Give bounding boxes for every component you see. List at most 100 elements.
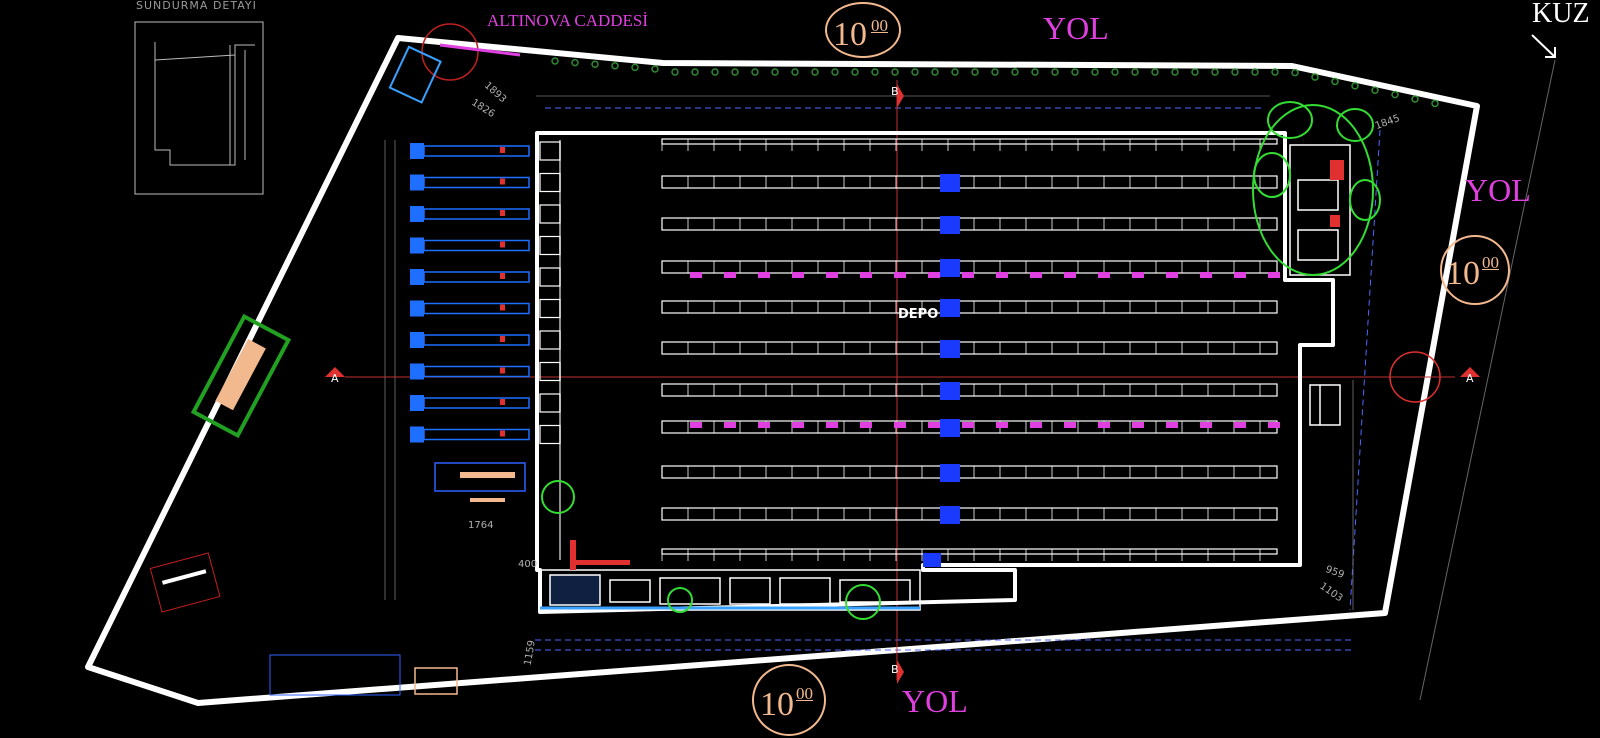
tree — [1431, 99, 1439, 108]
rack-marker — [962, 272, 974, 278]
tree — [831, 68, 839, 76]
rack-marker — [758, 272, 770, 278]
dock-door — [539, 393, 561, 413]
tree — [891, 68, 899, 76]
tree — [1311, 73, 1319, 81]
rack-marker — [928, 422, 940, 428]
tree — [1151, 68, 1159, 76]
dock-door — [539, 330, 561, 350]
rack-marker — [1200, 272, 1212, 278]
tree — [911, 68, 919, 76]
dock-truck — [410, 363, 424, 380]
aisle-block — [940, 506, 960, 524]
service-red-2 — [1330, 215, 1340, 227]
tree — [1291, 68, 1299, 77]
tree — [691, 68, 699, 76]
dock-truck — [410, 143, 424, 159]
tree — [751, 68, 759, 76]
aisle-block — [940, 382, 960, 400]
tree — [991, 68, 999, 76]
rack-marker — [1268, 272, 1280, 278]
tree — [851, 68, 859, 76]
rack-marker — [1234, 422, 1246, 428]
rack-row — [661, 507, 1278, 521]
rack-row — [661, 465, 1278, 479]
dock-lane — [423, 365, 530, 378]
rack-marker — [928, 272, 940, 278]
dock-marker — [500, 430, 505, 437]
tree — [951, 68, 959, 76]
dock-marker — [500, 178, 505, 185]
tree — [1411, 95, 1419, 103]
rack-marker — [1098, 272, 1110, 278]
dock-marker — [500, 241, 505, 248]
dock-door — [539, 361, 561, 382]
property-boundary — [85, 35, 1480, 706]
rack-marker — [1166, 272, 1178, 278]
tree — [671, 68, 679, 76]
aisle-block — [940, 216, 960, 234]
rack-marker — [826, 422, 838, 428]
warehouse-outline — [535, 131, 1335, 614]
tree — [871, 68, 879, 76]
dock-lane — [423, 239, 530, 252]
office-block — [539, 569, 921, 611]
section-b-bottom: B — [891, 663, 899, 676]
dock-lane — [423, 176, 530, 189]
tree — [1191, 68, 1199, 76]
tree-small-left — [541, 480, 881, 620]
north-axis — [1419, 59, 1556, 701]
section-a-left: A — [331, 372, 339, 385]
building-label: DEPO — [898, 307, 939, 322]
dock-door — [539, 424, 561, 445]
rack-marker — [724, 272, 736, 278]
dock-door — [539, 235, 561, 256]
rack-marker — [1098, 422, 1110, 428]
red-corridor — [570, 540, 576, 570]
dimension-1764: 1764 — [468, 520, 494, 531]
dock-marker — [500, 367, 505, 374]
dock-marker — [500, 210, 505, 216]
tree — [631, 63, 639, 72]
rack-marker — [996, 272, 1008, 278]
dock-truck — [410, 237, 424, 254]
tree — [711, 68, 719, 76]
red-tree-right — [1389, 351, 1441, 403]
tree-row-top — [551, 57, 1439, 108]
tree — [771, 68, 779, 76]
central-aisle — [923, 174, 960, 567]
rack-marker — [894, 422, 906, 428]
red-box-left-inner — [161, 569, 207, 585]
aisle-block — [940, 464, 960, 482]
tree — [1031, 68, 1039, 76]
dock-lane — [423, 302, 530, 315]
tree — [811, 68, 819, 76]
rack-row — [661, 175, 1278, 189]
planter-inner — [215, 339, 266, 411]
street-label: ALTINOVA CADDESİ — [487, 11, 649, 30]
dock-truck — [410, 426, 424, 443]
tree — [1231, 68, 1239, 76]
elevation-right-sup: 00 — [1482, 253, 1499, 272]
rack-marker — [1132, 422, 1144, 428]
elevation-top-sup: 00 — [871, 16, 888, 35]
dock-lane — [423, 271, 530, 283]
tree — [1091, 68, 1099, 76]
rack-row — [661, 548, 1278, 555]
rack-marker — [1200, 422, 1212, 428]
dock-truck — [410, 206, 424, 222]
section-a-right: A — [1466, 372, 1474, 385]
dock-door — [539, 267, 561, 287]
tree — [1051, 68, 1059, 76]
rack-marker — [894, 272, 906, 278]
rack-marker — [792, 272, 804, 278]
aisle-block — [940, 340, 960, 358]
green-planter — [190, 313, 292, 439]
aisle-block — [940, 174, 960, 192]
rack-marker — [826, 272, 838, 278]
bottom-left-structure — [269, 654, 401, 696]
rack-marker — [1064, 272, 1076, 278]
elevation-top: 10 00 — [825, 2, 901, 58]
setback-lines — [535, 107, 1381, 651]
tree — [1111, 68, 1119, 76]
